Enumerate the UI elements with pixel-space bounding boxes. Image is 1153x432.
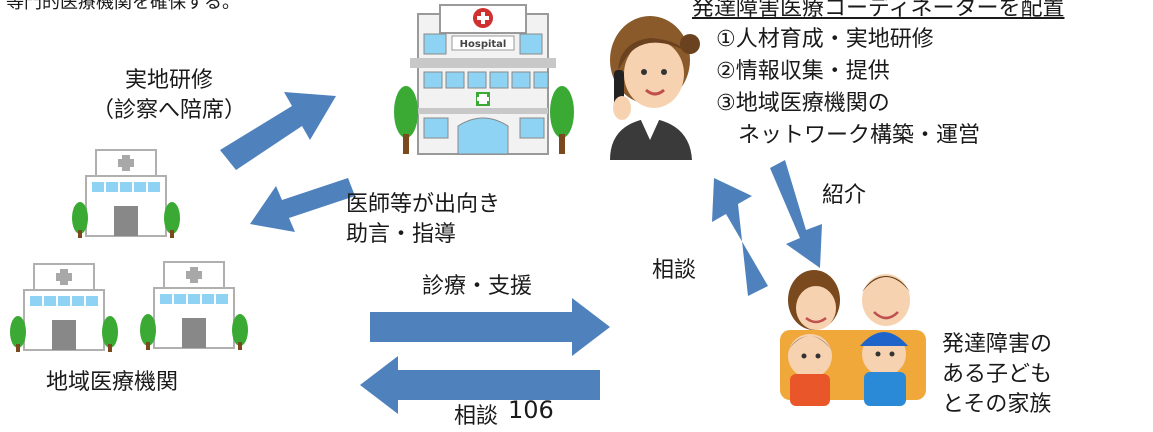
coordinator-role-item: ③地域医療機関の [716,91,890,116]
page-number: 106 [508,396,554,424]
dispatch-label-line2: 助言・指導 [346,222,457,247]
referral-label: 紹介 [822,183,867,208]
coordinator-role-item: ①人材育成・実地研修 [716,27,934,52]
training-label-line1: 実地研修 [124,68,213,93]
arrow-dispatch [250,178,355,232]
family-label-line2: ある子ども [942,362,1053,387]
hospital-sign: Hospital [460,39,507,50]
training-label-line2: （診察へ陪席） [91,98,246,123]
family-label-line3: とその家族 [942,392,1052,417]
coordinator-role-item: ネットワーク構築・運営 [716,123,981,148]
arrow-training [220,92,336,170]
coordinator-role-item: ②情報収集・提供 [716,59,890,84]
consult-bottom-label: 相談 [454,404,499,429]
arrow-treatment [370,298,610,356]
arrow-referral [770,160,822,268]
coordinator-role-list: ①人材育成・実地研修 ②情報収集・提供 ③地域医療機関の ネットワーク構築・運営 [716,24,980,152]
consult-right-label: 相談 [652,258,697,283]
top-cut-text: 等門的医療機関を確保する。 [6,0,240,13]
dispatch-label-line1: 医師等が出向き [346,192,501,217]
local-clinics-label: 地域医療機関 [46,370,179,395]
training-label: 実地研修 （診察へ陪席） [84,66,254,126]
clinic-illustration-left [10,263,118,352]
coordinator-illustration [610,16,700,160]
family-label-line1: 発達障害の [942,332,1053,357]
treatment-label: 診療・支援 [422,274,533,299]
arrow-consult-bottom [360,356,600,414]
coordinator-title: 発達障害医療コーディネーターを配置 [692,0,1065,21]
hospital-illustration: Hospital [394,4,574,155]
family-illustration [780,270,926,406]
family-label: 発達障害の ある子ども とその家族 [942,330,1052,420]
arrow-consult-right [712,178,768,296]
dispatch-label: 医師等が出向き 助言・指導 [346,190,500,250]
clinic-illustration-right [140,261,248,350]
clinic-illustration-top [72,149,180,238]
